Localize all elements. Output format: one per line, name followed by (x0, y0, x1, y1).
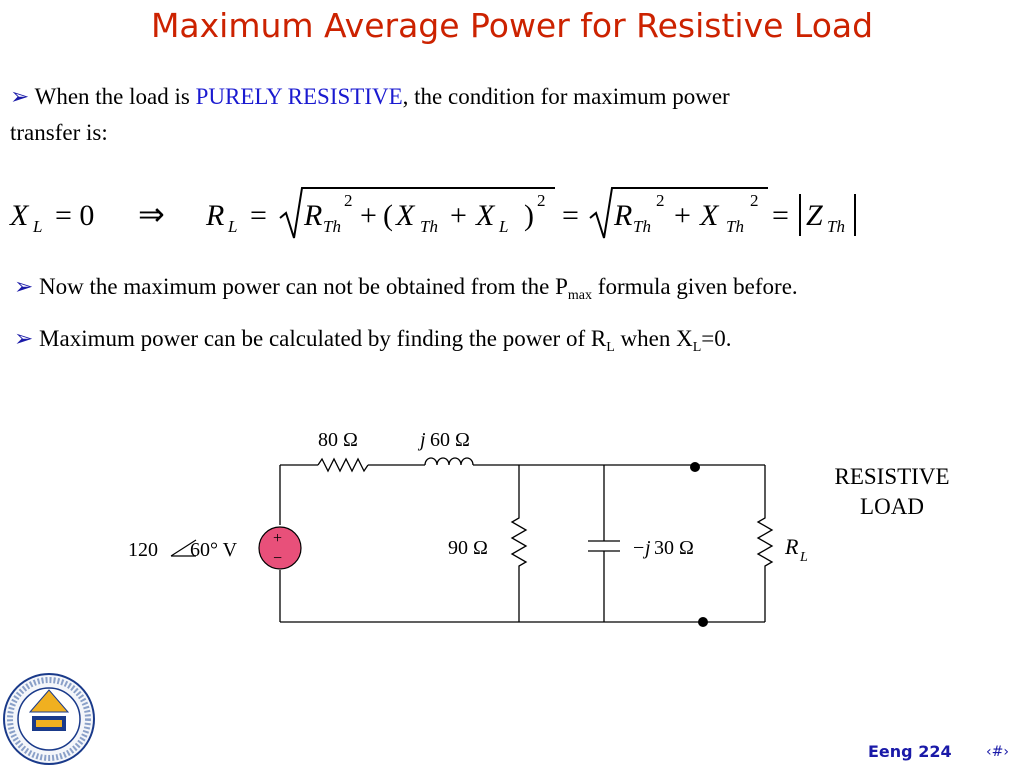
terminal-top-dot (690, 462, 700, 472)
label-90-ohm: 90 Ω (448, 537, 488, 559)
resistor-90 (510, 465, 528, 622)
bullet-3-mid: when X (614, 326, 693, 351)
arrow-bullet-icon: ➢ (14, 274, 34, 300)
label-80-ohm: 80 Ω (318, 429, 358, 451)
bullet-1: ➢ When the load is PURELY RESISTIVE, the… (10, 82, 730, 112)
footer-course: Eeng 224 (868, 742, 952, 761)
bullet-2-text-after: formula given before. (592, 274, 798, 299)
bullet-3-sub-2: L (692, 340, 702, 355)
eq-xl: X (475, 199, 496, 232)
university-logo (3, 673, 95, 765)
resistive-load-label: RESISTIVE LOAD (812, 462, 972, 522)
label-cap-j: j (642, 537, 651, 559)
eq-equals-2: = (562, 199, 579, 232)
label-60-ohm: 60 Ω (430, 429, 470, 451)
arrow-bullet-icon: ➢ (10, 84, 30, 110)
eq-rth-2: R (613, 199, 632, 232)
eq-x-sub: L (32, 217, 42, 236)
eq-zth: Z (806, 199, 823, 232)
eq-sq-4: 2 (750, 191, 759, 210)
eq-zth-sub: Th (827, 217, 845, 236)
eq-xth: X (395, 199, 416, 232)
label-rl: R (784, 534, 799, 559)
resistive-load-line-2: LOAD (860, 494, 924, 519)
eq-plus-3: + (674, 199, 691, 232)
eq-rth: R (303, 199, 322, 232)
eq-rth-2-sub: Th (633, 217, 651, 236)
eq-sq-1: 2 (344, 191, 353, 210)
terminal-bottom-dot (698, 617, 708, 627)
inductor-j60 (424, 457, 474, 466)
bullet-2: ➢ Now the maximum power can not be obtai… (14, 272, 798, 311)
bullet-3: ➢ Maximum power can be calculated by fin… (14, 324, 732, 363)
eq-equals-1: = (250, 199, 267, 232)
bullet-1-line-2: transfer is: (10, 120, 108, 145)
capacitor-j30 (588, 465, 620, 622)
eq-sq-2: 2 (537, 191, 546, 210)
eq-rl: R (205, 199, 224, 232)
eq-rth-sub: Th (323, 217, 341, 236)
label-30-ohm: 30 Ω (654, 537, 694, 559)
label-rl-sub: L (799, 550, 808, 565)
resistor-rl (756, 465, 774, 622)
source-minus: − (273, 550, 282, 567)
source-plus: + (273, 530, 282, 547)
resistive-load-line-1: RESISTIVE (834, 464, 950, 489)
bullet-1-highlight: PURELY RESISTIVE (195, 84, 403, 109)
eq-paren-open: ( (383, 199, 393, 232)
footer-page-number: ‹#› (986, 744, 1009, 760)
arrow-bullet-icon: ➢ (14, 326, 34, 352)
max-power-equation: X L = 0 ⇒ R L = R Th 2 + ( X Th + X L ) … (9, 187, 856, 239)
label-j: j (417, 429, 426, 451)
voltage-source-icon (258, 526, 302, 570)
eq-equals-3: = (772, 199, 789, 232)
bullet-3-end: =0. (701, 326, 732, 351)
bullet-1-text-after: , the condition for maximum power (402, 84, 730, 109)
bullet-2-sub: max (567, 288, 593, 303)
slide-title: Maximum Average Power for Resistive Load (150, 6, 874, 45)
label-source-mag: 120 (128, 539, 158, 561)
eq-plus-2: + (450, 199, 467, 232)
sqrt-sign-2 (589, 187, 768, 239)
eq-xl-sub: L (498, 217, 508, 236)
eq-xth-sub: Th (420, 217, 438, 236)
eq-xth-2-sub: Th (726, 217, 744, 236)
eq-sq-3: 2 (656, 191, 665, 210)
bullet-1-text: When the load is (34, 84, 196, 109)
label-source-angle: 60° V (190, 539, 238, 561)
eq-xth-2: X (699, 199, 720, 232)
sqrt-sign-1 (279, 187, 555, 239)
resistor-80 (317, 457, 369, 473)
label-minus: − (633, 537, 644, 559)
eq-x: X (9, 199, 30, 232)
angle-icon (170, 539, 197, 557)
eq-plus-1: + (360, 199, 377, 232)
bullet-3-sub-1: L (606, 340, 615, 355)
eq-rl-sub: L (227, 217, 237, 236)
eq-paren-close: ) (524, 199, 534, 232)
eq-zero: = 0 (55, 199, 94, 232)
bullet-3-text: Maximum power can be calculated by findi… (39, 326, 607, 351)
eq-implies: ⇒ (138, 196, 165, 232)
bullet-2-text: Now the maximum power can not be obtaine… (39, 274, 568, 299)
